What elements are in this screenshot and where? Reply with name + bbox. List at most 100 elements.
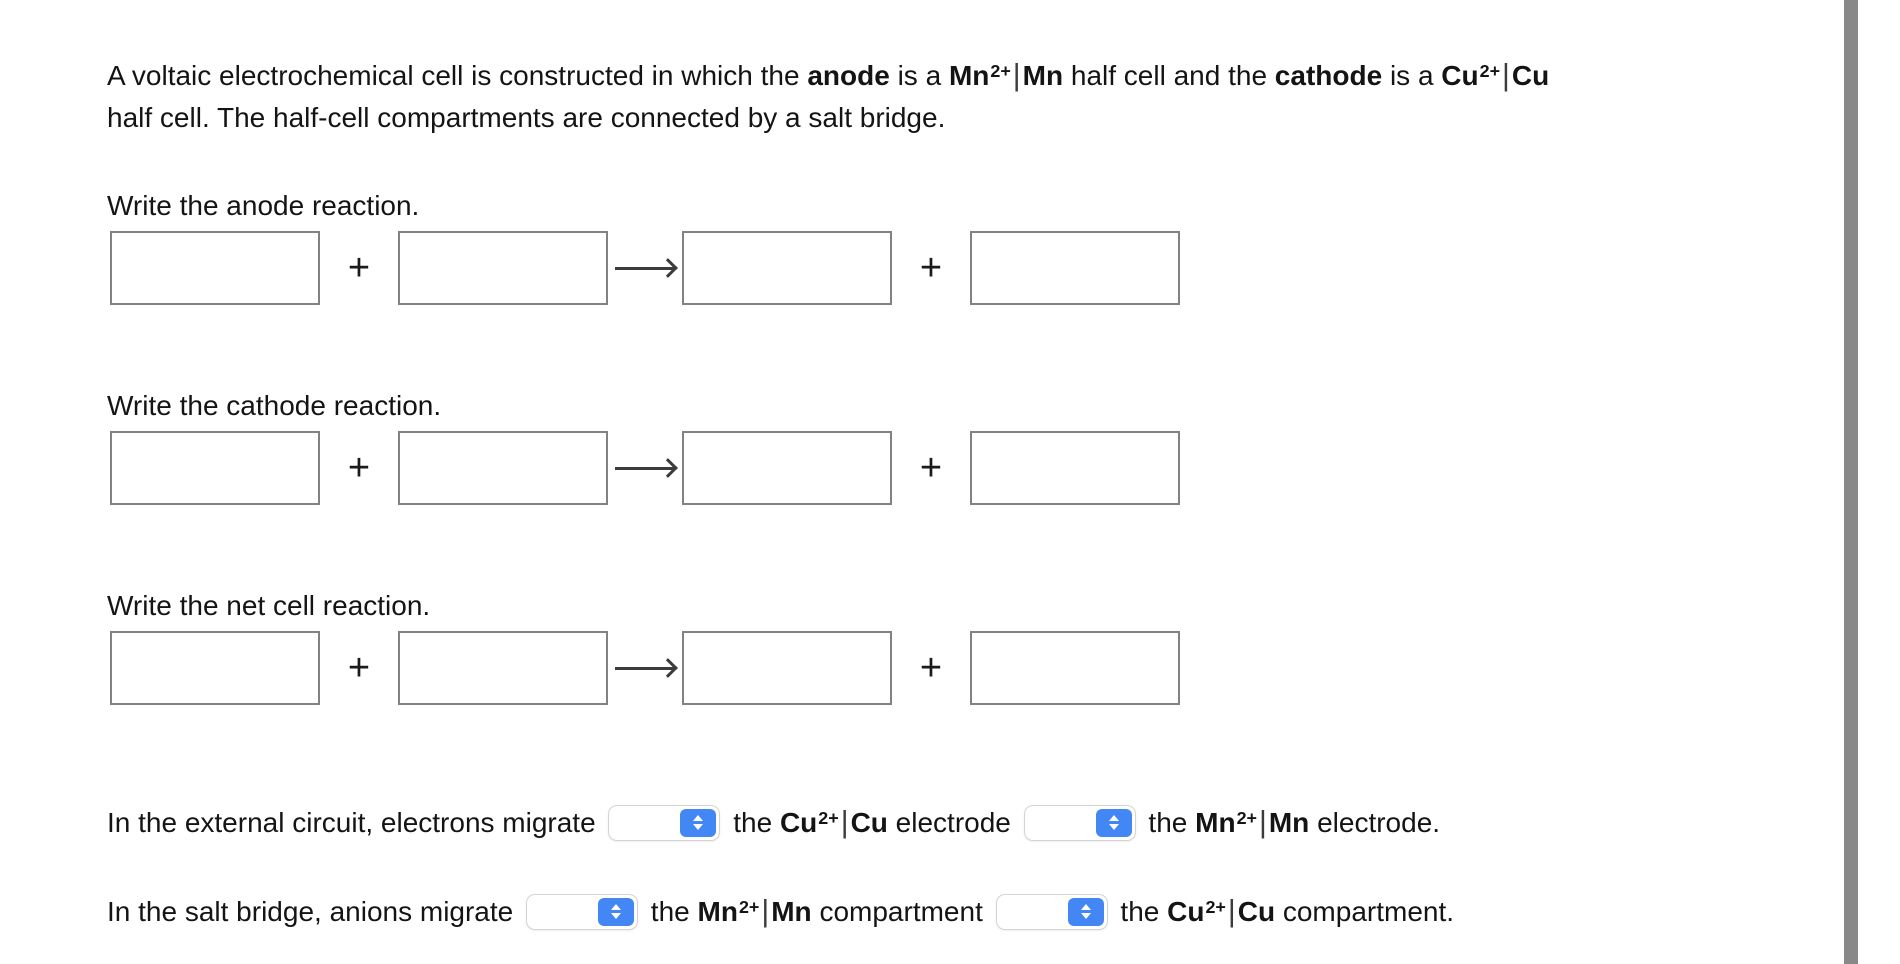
reaction-arrow-wrap xyxy=(608,666,682,670)
mn-charge: 2+ xyxy=(990,61,1011,81)
mn-charge: 2+ xyxy=(738,897,760,917)
chevron-up-down-icon xyxy=(680,808,717,837)
anode-word: anode xyxy=(807,60,890,92)
cu-half-cell-formula: Cu2+|Cu xyxy=(779,806,888,840)
reactant-2-input[interactable] xyxy=(398,231,608,305)
chevron-down xyxy=(1080,913,1091,920)
product-2-input[interactable] xyxy=(970,431,1180,505)
chevron-down xyxy=(693,824,704,831)
electron-direction-select-2[interactable] xyxy=(1023,804,1136,841)
sentence-text: compartment xyxy=(819,896,983,928)
external-circuit-sentence: In the external circuit, electrons migra… xyxy=(107,797,1440,845)
chevron-up xyxy=(1108,815,1119,822)
net-cell-reaction-section: Write the net cell reaction. + + xyxy=(107,590,1180,705)
right-arrow-icon xyxy=(615,266,675,270)
intro-text-3: half cell and the xyxy=(1070,60,1268,92)
cu-half-cell-formula: Cu2+|Cu xyxy=(1441,59,1550,93)
product-1-input[interactable] xyxy=(682,631,892,705)
sentence-text: compartment. xyxy=(1282,896,1455,928)
chevron-down xyxy=(611,913,622,920)
sentence-text: the xyxy=(1120,896,1160,928)
sentence-text: In the external circuit, electrons migra… xyxy=(107,807,596,839)
reactant-1-input[interactable] xyxy=(110,231,320,305)
sentence-text: the xyxy=(733,807,773,839)
mn-symbol: Mn xyxy=(948,60,990,92)
sentence-text: the xyxy=(650,896,690,928)
intro-text-2: is a xyxy=(897,60,942,92)
plus-sign: + xyxy=(347,646,371,689)
mn-symbol: Mn xyxy=(1195,807,1236,839)
product-2-input[interactable] xyxy=(970,631,1180,705)
sentence-text: electrode xyxy=(895,807,1011,839)
vertical-bar: | xyxy=(761,895,770,929)
plus-sign: + xyxy=(919,446,943,489)
chevron-up-down-icon xyxy=(1095,808,1132,837)
cathode-reaction-section: Write the cathode reaction. + + xyxy=(107,390,1180,505)
product-1-input[interactable] xyxy=(682,231,892,305)
reaction-arrow-wrap xyxy=(608,466,682,470)
product-1-input[interactable] xyxy=(682,431,892,505)
vertical-bar: | xyxy=(1227,895,1236,929)
cu-charge: 2+ xyxy=(1205,897,1226,917)
chevron-up xyxy=(693,815,704,822)
problem-statement: A voltaic electrochemical cell is constr… xyxy=(107,50,1867,139)
sentence-text: In the salt bridge, anions migrate xyxy=(107,896,514,928)
anion-direction-select-2[interactable] xyxy=(995,893,1108,930)
cu-metal: Cu xyxy=(1237,896,1276,928)
reactant-2-input[interactable] xyxy=(398,431,608,505)
vertical-bar: | xyxy=(840,806,849,840)
sentence-text: electrode. xyxy=(1317,807,1441,839)
mn-half-cell-formula: Mn2+|Mn xyxy=(697,895,812,929)
mn-half-cell-formula: Mn2+|Mn xyxy=(1195,806,1310,840)
salt-bridge-sentence: In the salt bridge, anions migrate the M… xyxy=(107,886,1454,934)
vertical-bar: | xyxy=(1502,59,1510,93)
mn-metal: Mn xyxy=(771,896,812,928)
anode-reaction-label: Write the anode reaction. xyxy=(107,190,420,221)
chevron-up xyxy=(611,904,622,911)
reactant-1-input[interactable] xyxy=(110,631,320,705)
cu-symbol: Cu xyxy=(1441,60,1479,92)
mn-half-cell-formula: Mn2+|Mn xyxy=(948,59,1064,93)
mn-charge: 2+ xyxy=(1236,808,1257,828)
vertical-scrollbar[interactable] xyxy=(1844,0,1858,964)
cu-metal: Cu xyxy=(1511,60,1550,92)
plus-sign: + xyxy=(347,246,371,289)
plus-sign: + xyxy=(919,646,943,689)
intro-text-5: half cell. The half-cell compartments ar… xyxy=(107,102,946,134)
product-2-input[interactable] xyxy=(970,231,1180,305)
right-arrow-icon xyxy=(615,666,675,670)
cathode-reaction-label: Write the cathode reaction. xyxy=(107,390,442,421)
cu-symbol: Cu xyxy=(1167,896,1205,928)
cathode-equation-row: + + xyxy=(110,431,1180,505)
mn-metal: Mn xyxy=(1268,807,1310,839)
anion-direction-select-1[interactable] xyxy=(526,893,639,930)
vertical-bar: | xyxy=(1012,59,1021,93)
vertical-bar: | xyxy=(1259,806,1267,840)
chevron-down xyxy=(1108,824,1119,831)
cu-symbol: Cu xyxy=(779,807,818,839)
reactant-1-input[interactable] xyxy=(110,431,320,505)
plus-sign: + xyxy=(347,446,371,489)
intro-text-4: is a xyxy=(1389,60,1434,92)
right-arrow-icon xyxy=(615,466,675,470)
cu-charge: 2+ xyxy=(818,808,839,828)
anode-reaction-section: Write the anode reaction. + + xyxy=(107,190,1180,305)
reaction-arrow-wrap xyxy=(608,266,682,270)
sentence-text: the xyxy=(1148,807,1188,839)
chevron-up xyxy=(1080,904,1091,911)
net-cell-reaction-label: Write the net cell reaction. xyxy=(107,590,431,621)
cu-metal: Cu xyxy=(850,807,888,839)
mn-symbol: Mn xyxy=(697,896,738,928)
plus-sign: + xyxy=(919,246,943,289)
chevron-up-down-icon xyxy=(598,897,635,926)
net-cell-equation-row: + + xyxy=(110,631,1180,705)
electron-direction-select-1[interactable] xyxy=(608,804,721,841)
intro-text-1: A voltaic electrochemical cell is constr… xyxy=(107,60,800,92)
reactant-2-input[interactable] xyxy=(398,631,608,705)
chevron-up-down-icon xyxy=(1067,897,1104,926)
anode-equation-row: + + xyxy=(110,231,1180,305)
mn-metal: Mn xyxy=(1022,60,1064,92)
cu-charge: 2+ xyxy=(1479,61,1501,81)
cathode-word: cathode xyxy=(1274,60,1383,92)
cu-half-cell-formula: Cu2+|Cu xyxy=(1167,895,1276,929)
